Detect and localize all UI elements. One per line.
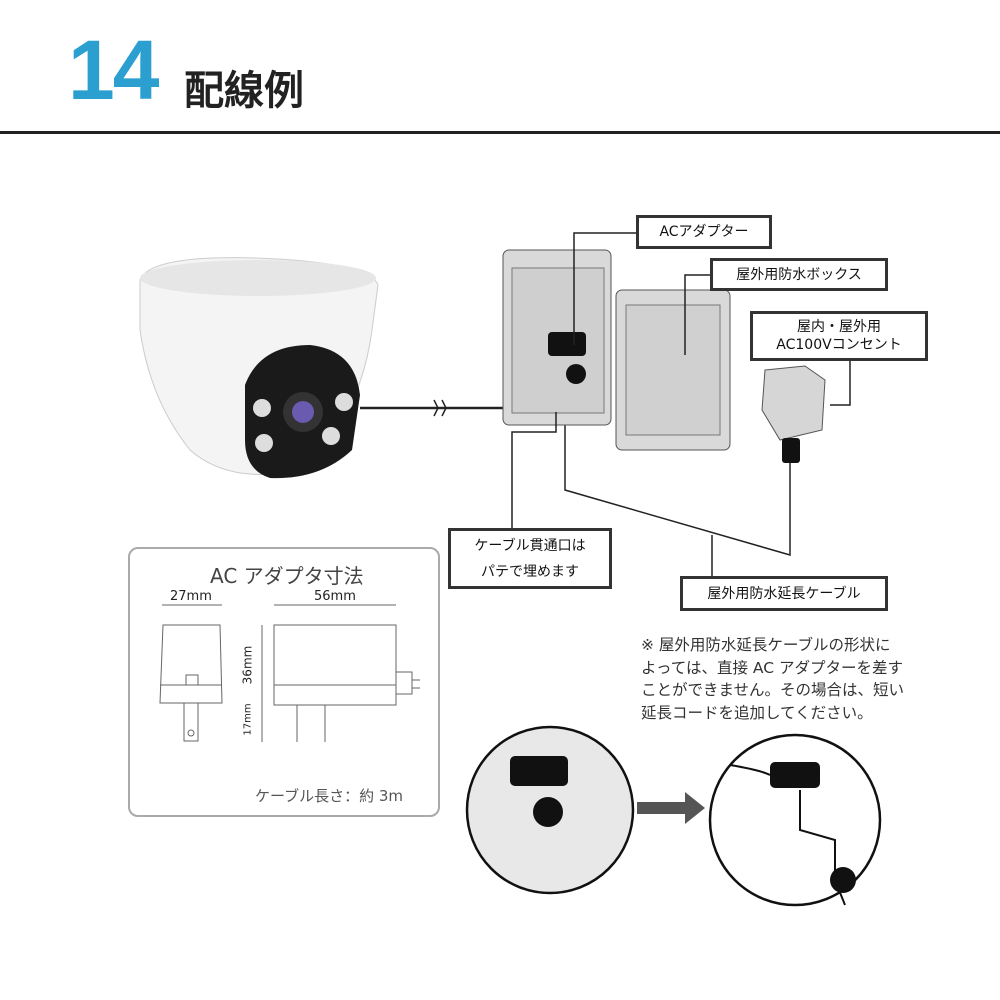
note-line: ※ 屋外用防水延長ケーブルの形状に — [641, 636, 891, 654]
label-cable-hole: ケーブル貫通口はパテで埋めます — [448, 528, 612, 589]
detail-circle-cable — [708, 733, 882, 907]
label-text: 屋外用防水延長ケーブル — [707, 585, 861, 602]
note-line: 延長コードを追加してください。 — [641, 703, 873, 722]
header-divider — [0, 131, 1000, 134]
dimensions-title: AC アダプタ寸法 — [210, 564, 364, 588]
label-text: 屋内・屋外用 — [797, 319, 881, 335]
cable-length: ケーブル長さ：約 3m — [255, 787, 404, 805]
label-text: パテで埋めます — [481, 563, 579, 580]
dim-width-side: 27mm — [170, 589, 212, 604]
dim-prong: 17mm — [242, 703, 254, 736]
label-text: AC100Vコンセント — [776, 337, 902, 353]
page-title: 配線例 — [184, 68, 304, 114]
leader-lines — [511, 232, 851, 576]
label-ac-adapter: ACアダプター — [636, 215, 772, 249]
arrow-right-icon — [637, 792, 705, 824]
adapter-dimensions-panel — [128, 547, 440, 817]
label-text: ACアダプター — [659, 224, 749, 240]
note-line: ことができません。その場合は、短い — [641, 681, 905, 699]
adapter-drawings — [159, 604, 420, 742]
label-text: 屋外用防水ボックス — [736, 266, 862, 283]
dome-camera — [139, 257, 379, 479]
outdoor-outlet — [761, 365, 826, 463]
dim-width-front: 56mm — [314, 589, 356, 604]
note-line: よっては、直接 AC アダプターを差す — [641, 658, 903, 677]
dim-height: 36mm — [240, 645, 255, 685]
note-text: ※ 屋外用防水延長ケーブルの形状に よっては、直接 AC アダプターを差す こと… — [641, 634, 904, 724]
label-waterproof-box: 屋外用防水ボックス — [710, 258, 888, 291]
section-number: 14 — [68, 23, 159, 117]
waterproof-box — [502, 249, 731, 451]
label-extension-cable: 屋外用防水延長ケーブル — [680, 576, 888, 611]
detail-circle-box — [465, 725, 635, 895]
label-text: ケーブル貫通口は — [474, 537, 586, 554]
label-outlet: 屋内・屋外用 AC100Vコンセント — [750, 311, 928, 361]
